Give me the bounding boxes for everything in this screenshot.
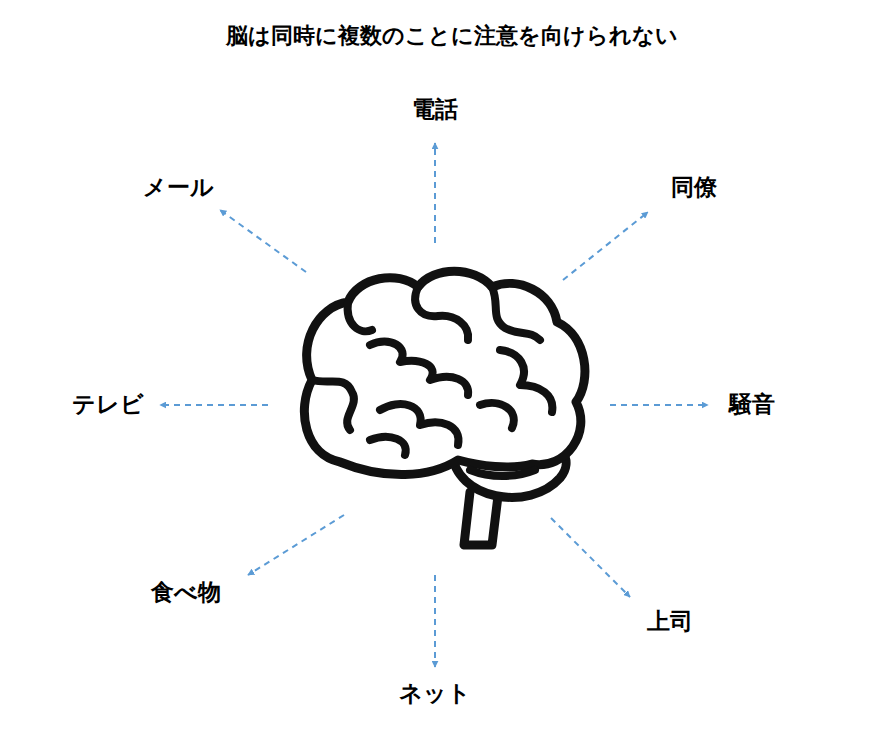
distraction-label: ネット bbox=[399, 680, 471, 708]
brain-fold bbox=[312, 380, 354, 430]
cerebrum bbox=[304, 271, 585, 474]
brain-fold bbox=[370, 341, 468, 395]
brain-fold bbox=[500, 350, 552, 412]
distraction-label: 騒音 bbox=[729, 391, 775, 419]
distraction-label: テレビ bbox=[72, 391, 144, 419]
distraction-label: 同僚 bbox=[671, 174, 717, 202]
brain-fold bbox=[470, 470, 535, 476]
dashed-arrow bbox=[610, 404, 708, 406]
brain-fold bbox=[480, 403, 514, 428]
brain-icon bbox=[304, 271, 585, 545]
distraction-label: 電話 bbox=[412, 96, 458, 124]
dashed-arrow bbox=[160, 404, 268, 406]
diagram-title: 脳は同時に複数のことに注意を向けられない bbox=[226, 23, 678, 49]
distraction-label: 食べ物 bbox=[151, 579, 221, 607]
dashed-arrow bbox=[220, 210, 306, 272]
dashed-arrow bbox=[248, 515, 344, 575]
brain-fold bbox=[370, 437, 406, 455]
distraction-label: 上司 bbox=[647, 608, 693, 636]
brain-folds bbox=[312, 287, 552, 476]
attention-arrows bbox=[160, 143, 708, 667]
brain-fold bbox=[492, 287, 540, 340]
dashed-arrow bbox=[551, 518, 630, 597]
distraction-label: メール bbox=[143, 174, 214, 202]
brain-stem bbox=[464, 492, 498, 545]
brain-fold bbox=[348, 302, 372, 331]
dashed-arrow bbox=[434, 575, 436, 667]
dashed-arrow bbox=[434, 143, 436, 243]
dashed-arrow bbox=[563, 212, 648, 280]
brain-fold bbox=[415, 287, 468, 340]
